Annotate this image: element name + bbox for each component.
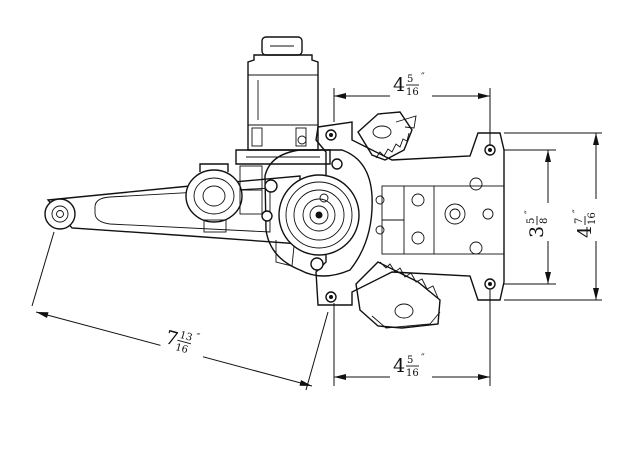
svg-text:16: 16 bbox=[587, 212, 598, 225]
svg-text:16: 16 bbox=[406, 87, 419, 98]
upper-gear-sector bbox=[357, 111, 417, 161]
svg-text:″: ″ bbox=[572, 209, 583, 213]
drive-motor bbox=[235, 36, 331, 165]
svg-text:5: 5 bbox=[526, 218, 537, 224]
gear-housing bbox=[261, 149, 373, 277]
svg-text:4: 4 bbox=[393, 355, 405, 377]
svg-text:7: 7 bbox=[574, 218, 585, 224]
svg-text:5: 5 bbox=[407, 74, 413, 85]
dimension-arm-length-label: 7 13 16 ″ bbox=[158, 319, 210, 365]
motor-coupling bbox=[185, 163, 263, 233]
svg-text:16: 16 bbox=[174, 342, 189, 356]
svg-text:16: 16 bbox=[406, 368, 419, 379]
svg-text:″: ″ bbox=[421, 72, 425, 83]
svg-text:7: 7 bbox=[163, 326, 180, 350]
svg-text:″: ″ bbox=[194, 332, 201, 344]
svg-text:13: 13 bbox=[178, 330, 193, 344]
dimension-bottom-width-label: 4 5 16 ″ bbox=[390, 349, 432, 383]
svg-text:3: 3 bbox=[526, 226, 548, 238]
svg-text:4: 4 bbox=[574, 226, 596, 238]
dimension-outer-height-label: 4 7 16 ″ bbox=[568, 199, 600, 241]
svg-text:4: 4 bbox=[393, 74, 405, 96]
svg-text:″: ″ bbox=[421, 353, 425, 364]
lower-gear-sector bbox=[355, 261, 441, 329]
svg-text:″: ″ bbox=[524, 210, 535, 214]
dimension-inner-height-label: 3 5 8 ″ bbox=[520, 203, 552, 241]
svg-text:8: 8 bbox=[539, 218, 550, 224]
svg-text:5: 5 bbox=[407, 355, 413, 366]
dimension-top-width-label: 4 5 16 ″ bbox=[390, 68, 432, 102]
